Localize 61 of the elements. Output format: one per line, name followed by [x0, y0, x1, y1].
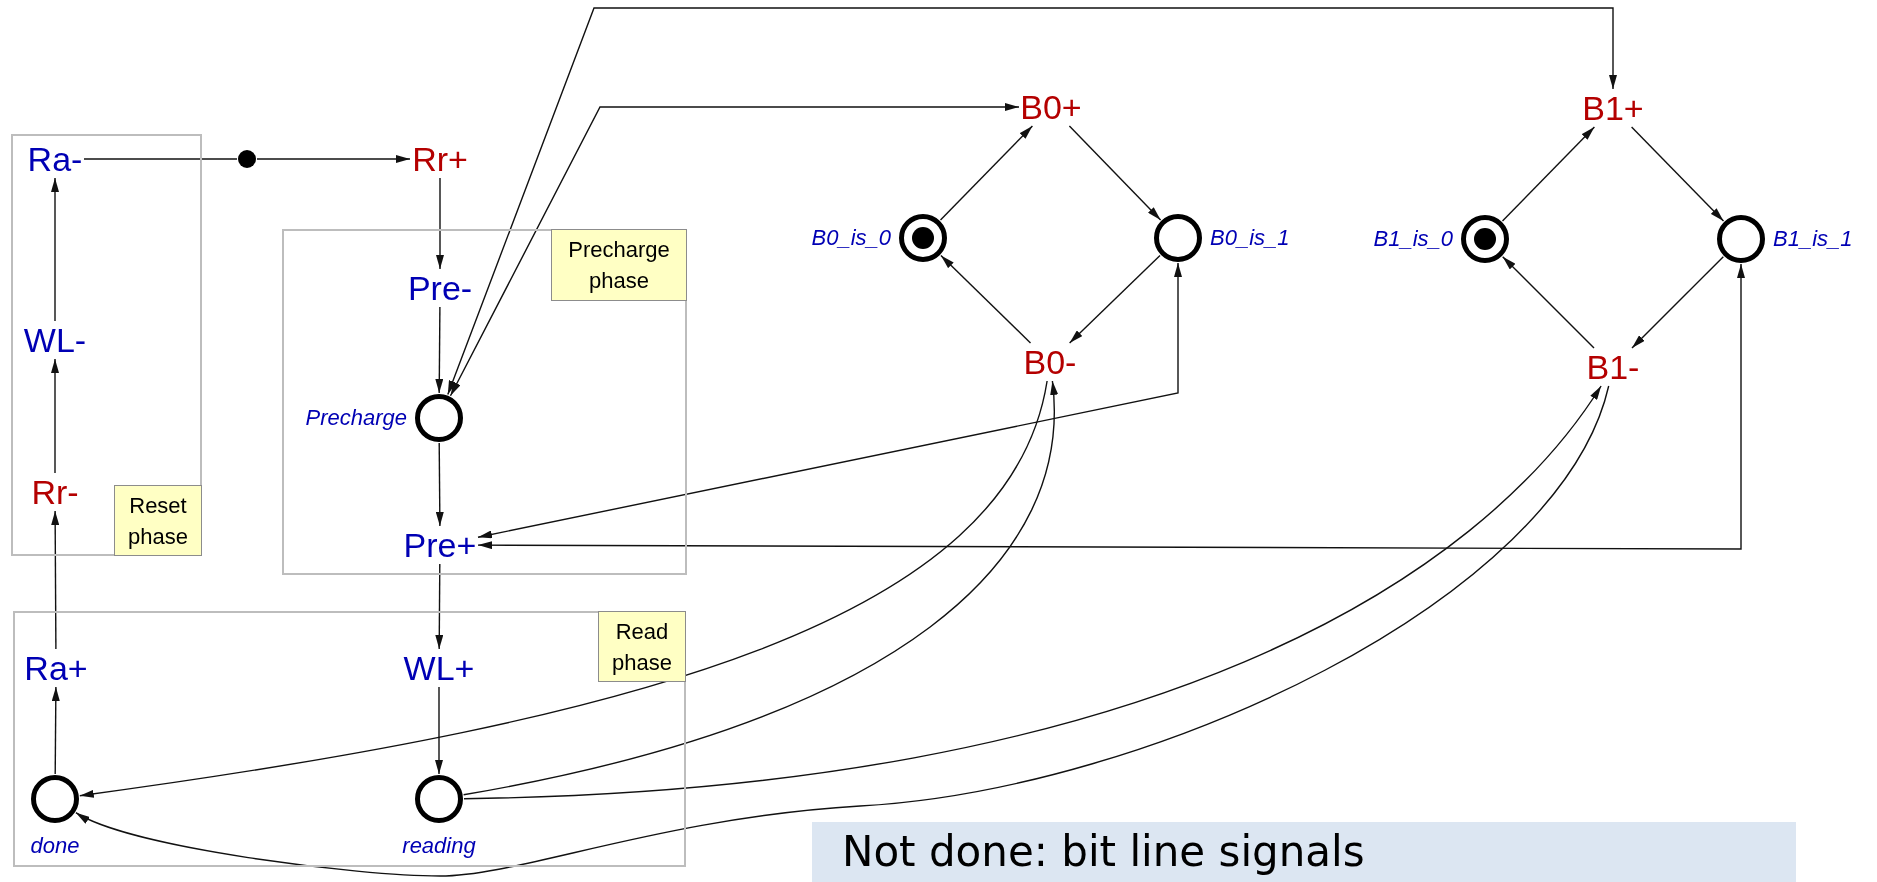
place-circle	[415, 775, 463, 823]
arrow	[1631, 256, 1724, 349]
arrow	[1502, 256, 1595, 349]
place-circle	[31, 775, 79, 823]
arrow	[447, 7, 1617, 396]
arrow	[1068, 254, 1161, 344]
arrow	[1630, 126, 1725, 222]
place-circle	[415, 394, 463, 442]
arrow	[51, 177, 59, 322]
phase-group-box	[282, 229, 687, 575]
transition-label: WL-	[22, 321, 88, 359]
arrow	[1501, 126, 1596, 222]
arrow	[79, 380, 1048, 798]
arrow	[435, 442, 444, 527]
arrow	[435, 306, 444, 394]
place-circle	[899, 214, 947, 262]
place-circle	[1717, 215, 1765, 263]
transition-label: Pre-	[406, 269, 474, 307]
place-label: reading	[402, 833, 476, 859]
arrow	[256, 155, 411, 163]
arrow	[463, 385, 1602, 800]
arrow	[477, 263, 1745, 550]
token-dot	[238, 150, 256, 168]
transition-label: Rr-	[29, 473, 81, 511]
arrow	[435, 686, 443, 775]
connector-line	[83, 158, 238, 160]
phase-group-box	[11, 134, 202, 556]
place-label: done	[30, 833, 80, 859]
arrow	[51, 686, 60, 775]
place-circle	[1461, 215, 1509, 263]
transition-label: Ra-	[26, 140, 84, 178]
arrow	[449, 103, 1020, 397]
transition-label: Ra+	[23, 649, 89, 687]
arrow	[939, 125, 1034, 221]
arrow	[940, 254, 1032, 344]
phase-group-box	[13, 611, 686, 867]
transition-label: B0+	[1019, 88, 1083, 126]
phase-tag: Precharge phase	[551, 229, 687, 301]
transition-label: B1-	[1585, 348, 1641, 386]
place-label: B0_is_0	[811, 225, 891, 251]
note-banner: Not done: bit line signals	[812, 822, 1796, 882]
arrow	[435, 563, 444, 650]
arrow	[51, 358, 59, 474]
phase-tag: Read phase	[598, 611, 686, 682]
place-label: Precharge	[305, 405, 407, 431]
arrow	[477, 262, 1182, 539]
place-circle	[1154, 214, 1202, 262]
transition-label: Rr+	[410, 140, 470, 178]
arrow	[75, 385, 1610, 877]
place-label: B1_is_0	[1373, 226, 1453, 252]
place-label: B1_is_1	[1773, 226, 1853, 252]
transition-label: B0-	[1022, 343, 1078, 381]
transition-label: WL+	[402, 649, 476, 687]
phase-tag: Reset phase	[114, 485, 202, 556]
arrow	[462, 380, 1057, 796]
arrow	[51, 510, 60, 650]
arrow	[436, 177, 444, 270]
arrow	[1068, 125, 1162, 221]
transition-label: Pre+	[402, 526, 478, 564]
transition-label: B1+	[1581, 89, 1645, 127]
place-label: B0_is_1	[1210, 225, 1290, 251]
